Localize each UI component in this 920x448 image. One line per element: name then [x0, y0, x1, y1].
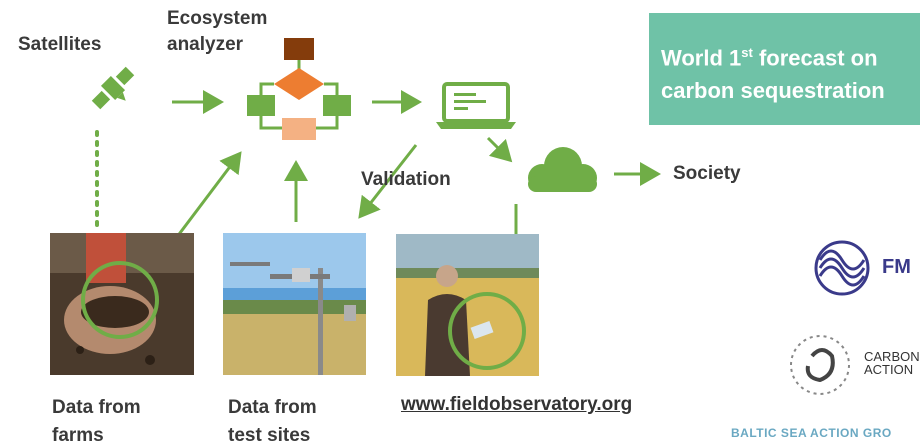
carbon-action-line-1: CARBON	[864, 349, 920, 364]
forecast-banner: World 1st forecast on carbon sequestrati…	[649, 13, 920, 125]
test-sites-label-line-1: Data from	[228, 397, 317, 418]
society-label: Society	[673, 163, 741, 184]
flowchart-icon	[247, 38, 351, 140]
carbon-action-logo-icon	[790, 335, 850, 395]
farm-photo	[50, 233, 194, 375]
satellite-icon	[91, 66, 135, 110]
test-site-photo	[223, 233, 366, 375]
validation-label: Validation	[361, 169, 451, 190]
arrow-laptop-to-cloud	[486, 136, 513, 163]
fmi-logo-text: FM	[882, 256, 911, 278]
bsag-logo-text: BALTIC SEA ACTION GRO	[731, 426, 892, 440]
arrow-validation	[358, 144, 418, 219]
ecosystem-analyzer-label-line-1: Ecosystem	[167, 8, 268, 29]
test-sites-label-line-2: test sites	[228, 425, 311, 446]
field-observatory-photo	[396, 234, 539, 376]
carbon-action-logo-text: CARBON ACTION	[864, 350, 920, 376]
banner-line-1: World 1st forecast on	[661, 45, 878, 71]
farms-label-line-2: farms	[52, 425, 104, 446]
carbon-action-line-2: ACTION	[864, 362, 914, 377]
ecosystem-analyzer-label-line-2: analyzer	[167, 34, 244, 55]
farms-label-line-1: Data from	[52, 397, 141, 418]
laptop-icon	[436, 82, 516, 129]
banner-line-2: carbon sequestration	[661, 78, 885, 104]
cloud-icon	[528, 147, 597, 192]
satellites-label: Satellites	[18, 34, 102, 55]
fieldobservatory-link[interactable]: www.fieldobservatory.org	[401, 394, 633, 415]
fmi-logo-icon	[814, 240, 870, 296]
banner-text: World 1st forecast on carbon sequestrati…	[661, 36, 885, 107]
